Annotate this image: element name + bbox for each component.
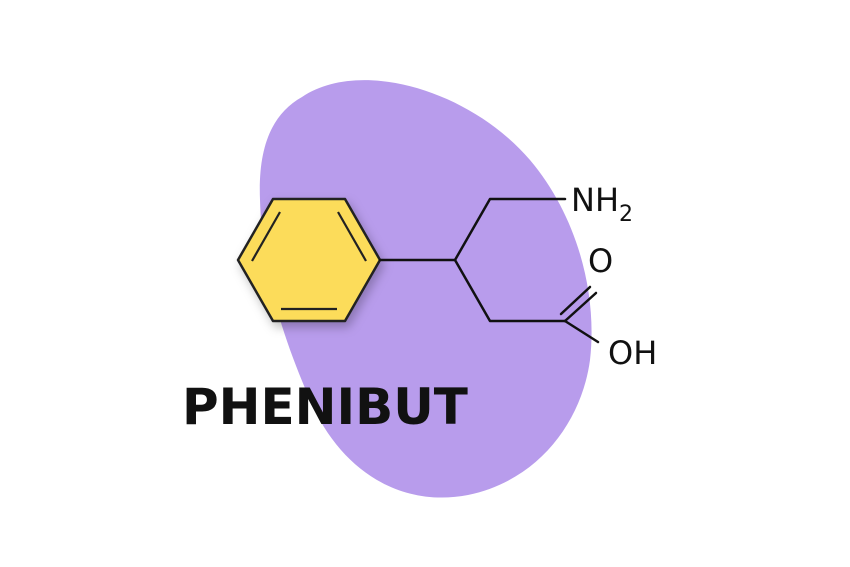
amine-label: NH2 (571, 181, 633, 227)
amine-main: NH (571, 181, 619, 219)
benzene-double-bond (337, 211, 367, 262)
bond-to-carboxyl (453, 258, 567, 323)
bond-c-o-double-a (563, 291, 598, 323)
benzene-double-bond (251, 211, 281, 262)
bond-aminomethyl (453, 197, 567, 262)
bond-c-oh (563, 319, 600, 344)
benzene-ring-icon (236, 197, 382, 323)
carbonyl-oxygen-label: O (588, 242, 613, 280)
bond-c-o-double-b (559, 285, 592, 316)
amine-subscript: 2 (619, 202, 633, 227)
hydroxyl-label: OH (608, 334, 657, 372)
carbon-chain (378, 197, 600, 344)
compound-title: PHENIBUT (182, 378, 468, 436)
blob-shape-icon (259, 80, 592, 498)
